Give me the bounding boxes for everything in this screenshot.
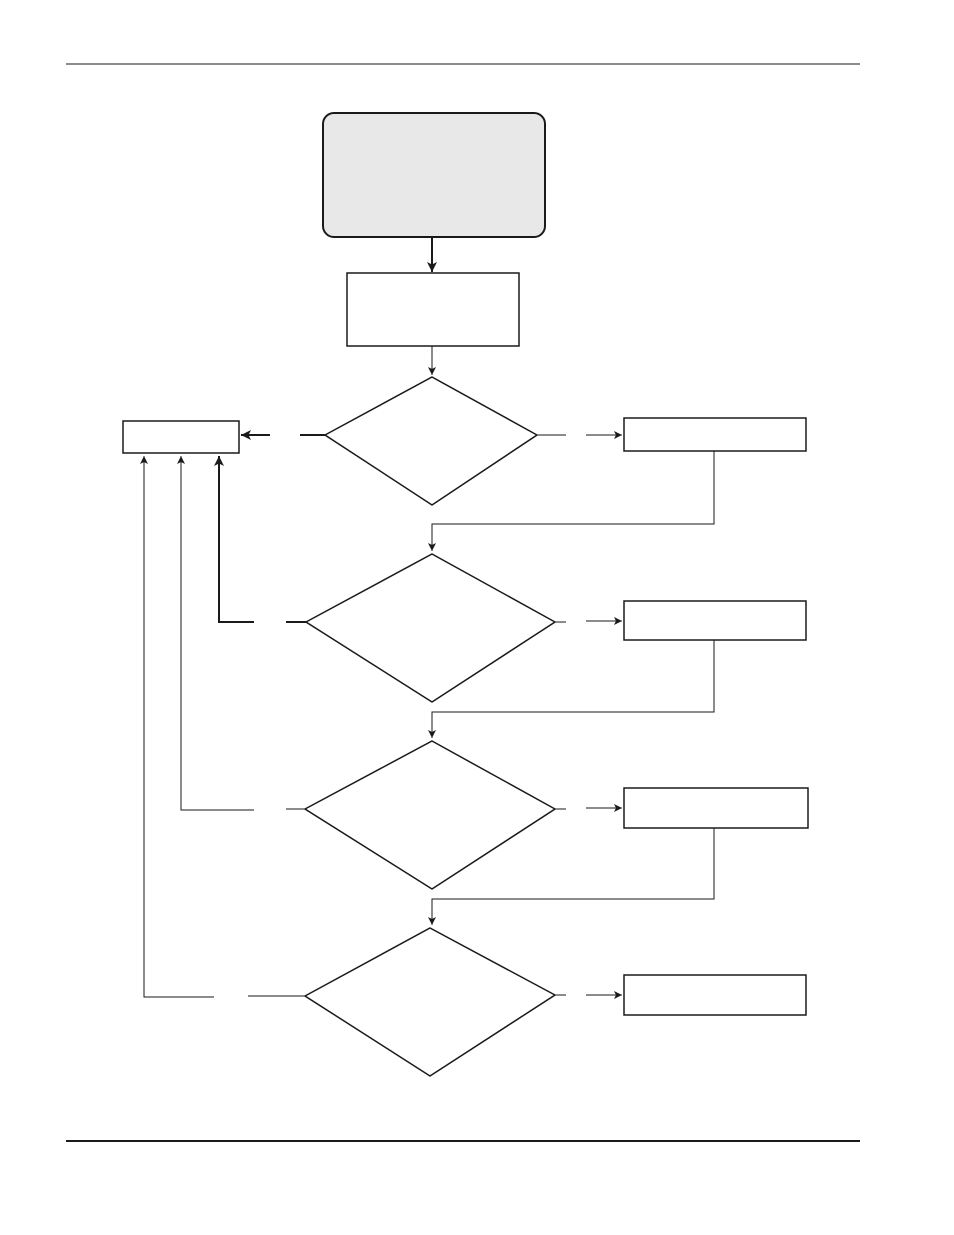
decision-4 (303, 927, 557, 1077)
left-result-box (122, 420, 240, 454)
process-node (346, 272, 520, 347)
right-result-4 (623, 974, 807, 1016)
connector-result-1-to-decision-2 (428, 451, 715, 551)
decision-2 (304, 553, 557, 703)
right-result-1 (623, 417, 807, 452)
connector-result-2-to-decision-3 (428, 640, 715, 738)
decision-3 (303, 740, 557, 890)
right-result-2 (623, 600, 807, 641)
connector-decision-4-to-left-result (140, 456, 214, 998)
right-result-3 (623, 787, 809, 829)
start-node (322, 112, 546, 238)
decision-1 (323, 376, 539, 506)
connector-decision-2-to-left-result (214, 456, 254, 623)
connector-decision-3-to-left-result (177, 456, 254, 811)
connector-result-3-to-decision-4 (428, 828, 715, 925)
